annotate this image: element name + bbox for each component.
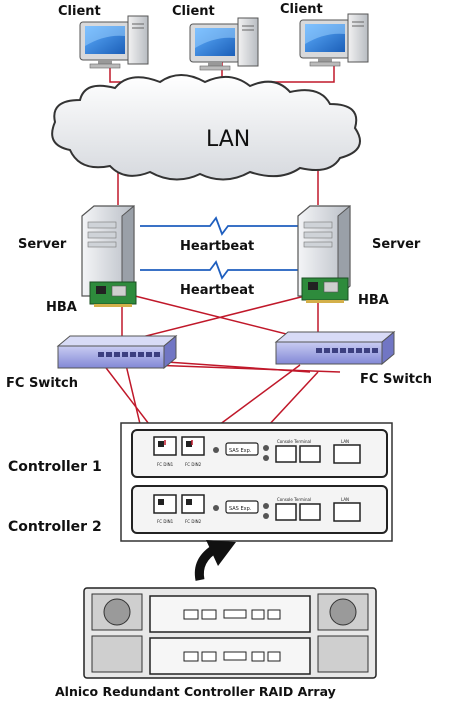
controller-2-label: Controller 2 bbox=[8, 519, 102, 535]
server-left-label: Server bbox=[18, 237, 67, 252]
controller-1-label: Controller 1 bbox=[8, 459, 102, 475]
c1-sas-label: SAS Exp. bbox=[229, 448, 252, 454]
fc-switch-left-icon bbox=[56, 334, 178, 370]
c2-sas-label: SAS Exp. bbox=[229, 506, 252, 512]
controller-1-module bbox=[131, 429, 388, 478]
client-3-computer-icon bbox=[299, 13, 369, 67]
client-1-label: Client bbox=[58, 4, 101, 19]
c2-lan-port-label: LAN bbox=[341, 497, 349, 502]
c1-port-label-2: FC DIN2 bbox=[185, 462, 202, 467]
lan-label: LAN bbox=[206, 127, 251, 152]
lan-cloud-icon bbox=[51, 74, 361, 181]
c1-lan-port-label: LAN bbox=[341, 439, 349, 444]
controller-2-module bbox=[131, 485, 388, 534]
client-3-label: Client bbox=[280, 2, 323, 17]
hba-right-label: HBA bbox=[358, 293, 389, 308]
heartbeat-bottom-label: Heartbeat bbox=[180, 283, 255, 298]
client-2-label: Client bbox=[172, 4, 215, 19]
array-caption: Alnico Redundant Controller RAID Array bbox=[55, 684, 336, 699]
c2-port-label-2: FC DIN2 bbox=[185, 519, 202, 524]
heartbeat-links bbox=[140, 216, 300, 280]
hba-right-card-icon bbox=[301, 277, 349, 303]
port-links bbox=[164, 440, 193, 445]
fc-switch-right-icon bbox=[274, 330, 396, 366]
fc-switch-left-label: FC Switch bbox=[6, 376, 78, 391]
client-2-computer-icon bbox=[189, 17, 259, 71]
hba-left-card-icon bbox=[89, 281, 137, 307]
hba-left-label: HBA bbox=[46, 300, 77, 315]
client-1-computer-icon bbox=[79, 15, 149, 69]
server-right-label: Server bbox=[372, 237, 421, 252]
server-right-tower-icon bbox=[297, 204, 351, 298]
fc-switch-right-label: FC Switch bbox=[360, 372, 432, 387]
curved-arrow-icon bbox=[194, 540, 236, 581]
c1-console-label: Console Terminal bbox=[277, 439, 311, 444]
c2-port-label-1: FC DIN1 bbox=[157, 519, 174, 524]
c1-port-label-1: FC DIN1 bbox=[157, 462, 174, 467]
raid-array-chassis-icon bbox=[83, 587, 377, 679]
c2-console-label: Console Terminal bbox=[277, 497, 311, 502]
heartbeat-top-label: Heartbeat bbox=[180, 239, 255, 254]
